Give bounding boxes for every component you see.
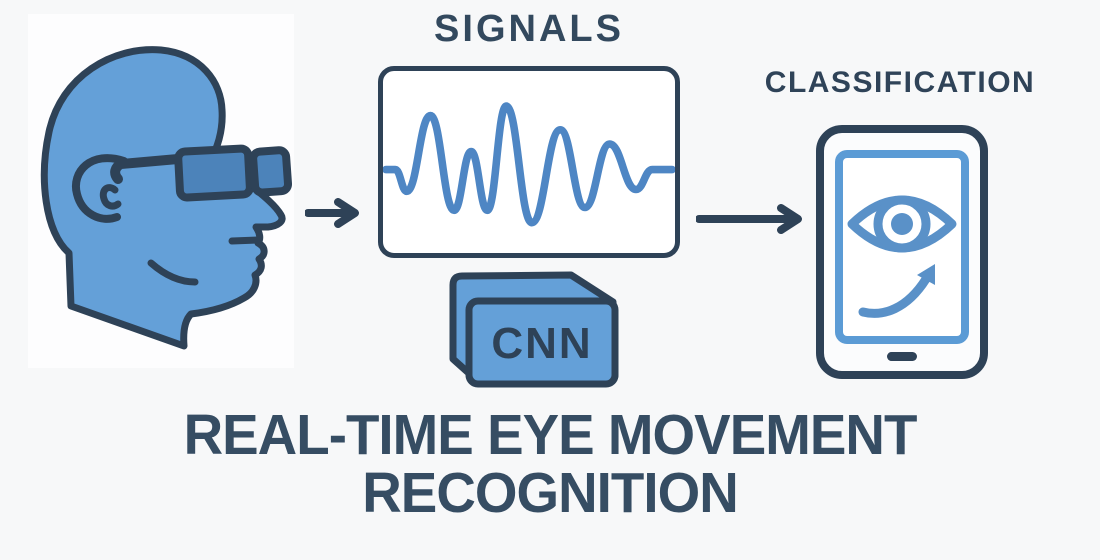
eye-pupil (891, 213, 913, 235)
jaw-line (147, 259, 199, 286)
glasses-far-lens (249, 146, 293, 197)
title-line-2: RECOGNITION (362, 461, 738, 525)
trend-arrow-icon (858, 274, 931, 318)
glasses-temple-arm (110, 154, 183, 184)
cnn-label: CNN (491, 319, 592, 368)
smartphone-eye-icon (816, 125, 988, 379)
signals-label: SIGNALS (434, 8, 624, 50)
cnn-front-slab (465, 297, 619, 388)
title-line-1: REAL-TIME EYE MOVEMENT (183, 403, 918, 467)
arrow-right-icon (696, 204, 802, 234)
signals-box (378, 66, 680, 258)
head-profile-shape (40, 46, 286, 350)
trend-arrowhead (917, 264, 935, 285)
cnn-stack-icon: CNN (449, 271, 619, 388)
classification-label: CLASSIFICATION (764, 66, 1036, 99)
page-title: REAL-TIME EYE MOVEMENT RECOGNITION (0, 406, 1100, 522)
ear-shape (71, 154, 128, 223)
ear-inner-shape (99, 184, 122, 210)
waveform-icon (383, 102, 675, 227)
head-with-glasses-icon (40, 46, 293, 350)
glasses-main-lens (174, 144, 254, 202)
phone-home-button (887, 352, 917, 361)
mouth-line (228, 236, 262, 245)
waveform-path (383, 102, 675, 227)
arrow-right-icon (305, 198, 359, 228)
